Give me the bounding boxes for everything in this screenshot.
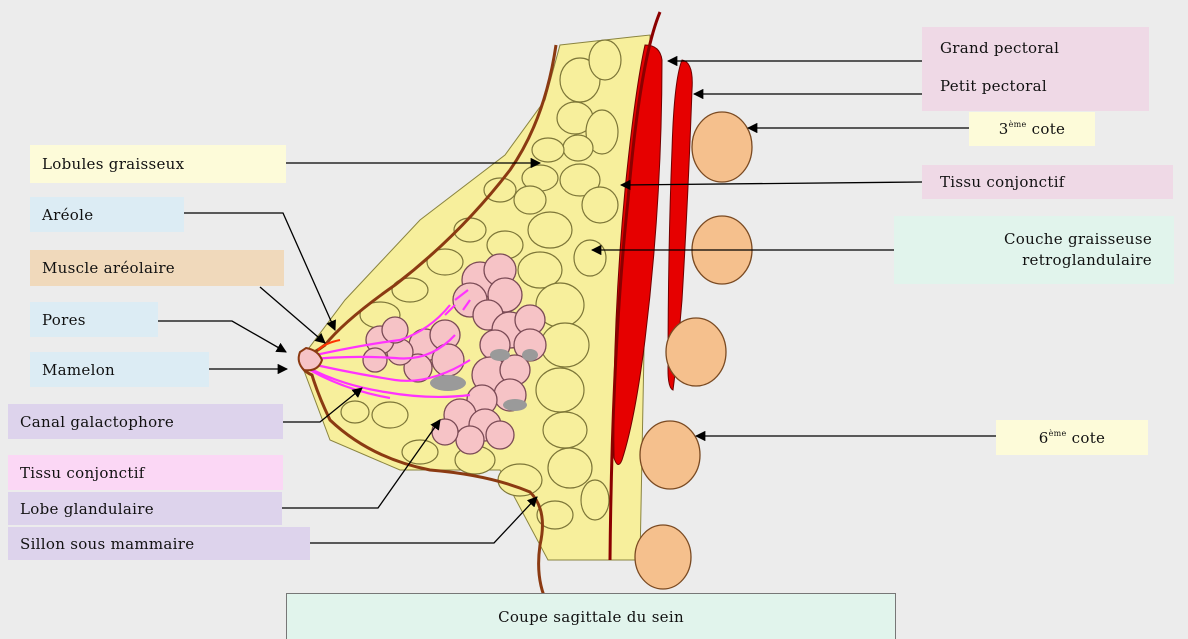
label-grand-pectoral: Grand pectoral <box>922 31 1149 65</box>
label-pectoral-group: Grand pectoral Petit pectoral <box>922 27 1149 111</box>
label-canal-galactophore: Canal galactophore <box>8 404 283 439</box>
label-areole: Aréole <box>30 197 184 232</box>
label-couche-graisseuse-retroglandulaire: Couche graisseuse retroglandulaire <box>894 216 1174 284</box>
label-pores: Pores <box>30 302 158 337</box>
cote3-text: 3ème cote <box>999 120 1065 138</box>
arrow-sillon-sous-mammaire <box>310 497 537 543</box>
arrow-muscle-areolaire <box>260 287 325 343</box>
rib-6 <box>640 421 700 489</box>
label-3eme-cote: 3ème cote <box>969 112 1095 146</box>
cote6-text: 6ème cote <box>1039 429 1105 447</box>
label-lobe-glandulaire: Lobe glandulaire <box>8 492 282 525</box>
rib-7 <box>635 525 691 589</box>
rib-3 <box>692 112 752 182</box>
label-petit-pectoral: Petit pectoral <box>922 69 1149 103</box>
label-sillon-sous-mammaire: Sillon sous mammaire <box>8 527 310 560</box>
label-tissu-conjonctif-right: Tissu conjonctif <box>922 165 1173 199</box>
diagram-caption: Coupe sagittale du sein <box>286 593 896 639</box>
couche-line2: retroglandulaire <box>1004 250 1152 271</box>
arrow-pores <box>158 321 286 352</box>
label-mamelon: Mamelon <box>30 352 209 387</box>
label-6eme-cote: 6ème cote <box>996 420 1148 455</box>
rib-5 <box>666 318 726 386</box>
arrow-tissu-conjonctif <box>621 182 922 185</box>
label-muscle-areolaire: Muscle aréolaire <box>30 250 284 286</box>
label-tissu-conjonctif-left: Tissu conjonctif <box>8 455 283 490</box>
couche-line1: Couche graisseuse <box>1004 229 1152 250</box>
label-lobules-graisseux: Lobules graisseux <box>30 145 286 183</box>
